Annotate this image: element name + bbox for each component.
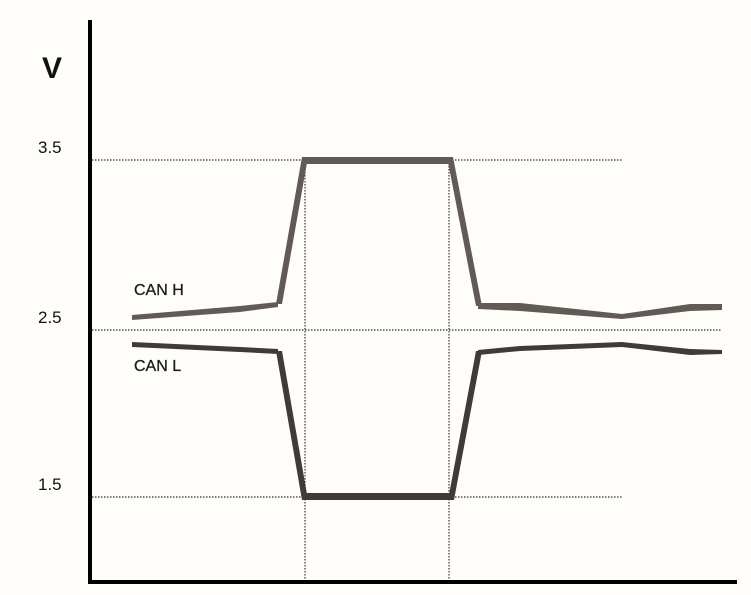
tick-3-5: 3.5 bbox=[38, 138, 62, 157]
can-l-trace bbox=[132, 342, 722, 500]
tick-1-5: 1.5 bbox=[38, 475, 62, 494]
y-axis-label: V bbox=[42, 52, 63, 85]
can-h-label: CAN H bbox=[134, 282, 184, 299]
can-h-trace bbox=[132, 157, 722, 320]
tick-2-5: 2.5 bbox=[38, 308, 62, 327]
can-l-label: CAN L bbox=[134, 358, 182, 375]
